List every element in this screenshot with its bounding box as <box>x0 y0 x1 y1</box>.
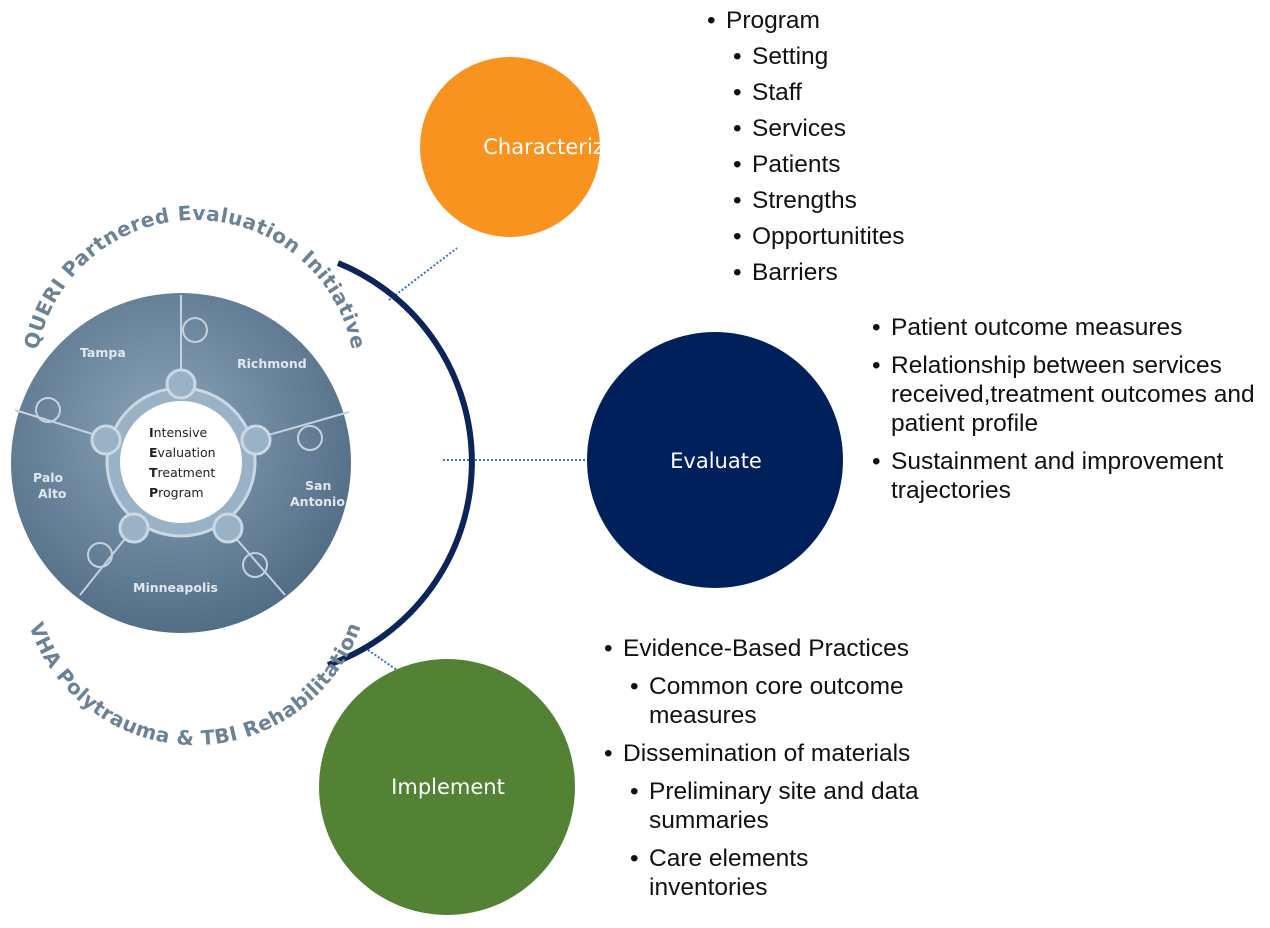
site-minneapolis: Minneapolis <box>133 580 218 595</box>
characterize-circle <box>420 57 600 237</box>
bullet-preliminary: Preliminary site and data summaries <box>630 777 979 835</box>
gear-teeth <box>90 368 272 544</box>
bullet-barriers: Barriers <box>733 255 905 291</box>
site-antonio: Antonio <box>290 494 345 509</box>
bullet-care-elements: Care elements inventories <box>630 844 879 902</box>
puzzle-knobs <box>35 317 323 578</box>
bullet-sustainment: Sustainment and improvement trajectories <box>872 447 1257 505</box>
framework-arc <box>327 260 475 668</box>
bullet-staff: Staff <box>733 75 905 111</box>
implement-circle <box>319 659 575 915</box>
bullet-dissemination: Dissemination of materials <box>604 739 984 768</box>
bullet-setting: Setting <box>733 39 905 75</box>
site-palo: Palo <box>33 470 64 485</box>
bullet-program: Program <box>707 3 905 39</box>
characterize-label: Characterize <box>483 135 616 159</box>
characterize-bullets: Program Setting Staff Services Patients … <box>707 3 905 291</box>
emblem-center <box>120 401 242 523</box>
emblem: Intensive Evaluation Treatment Program T… <box>11 201 370 750</box>
bullet-patient-outcome-measures: Patient outcome measures <box>872 313 1257 342</box>
bullet-relationship: Relationship between services received,t… <box>872 351 1257 438</box>
bullet-evidence-based-practices: Evidence-Based Practices <box>604 634 984 663</box>
site-tampa: Tampa <box>80 345 126 360</box>
evaluate-circle <box>587 332 843 588</box>
bullet-services: Services <box>733 111 905 147</box>
site-richmond: Richmond <box>237 356 307 371</box>
implement-bullets: Evidence-Based Practices Common core out… <box>604 634 984 911</box>
evaluate-bullets: Patient outcome measures Relationship be… <box>872 313 1257 514</box>
center-line-2: Evaluation <box>149 445 216 460</box>
center-line-1: Intensive <box>149 425 207 440</box>
site-san: San <box>305 478 331 493</box>
implement-label: Implement <box>391 775 505 799</box>
bullet-common-core: Common core outcome measures <box>630 672 969 730</box>
emblem-bottom-title: VHA Polytrauma & TBI Rehabilitation <box>24 619 365 750</box>
evaluate-label: Evaluate <box>670 449 762 473</box>
bullet-strengths: Strengths <box>733 183 905 219</box>
site-alto: Alto <box>38 486 67 501</box>
center-line-4: Program <box>149 485 204 500</box>
center-line-3: Treatment <box>149 465 215 480</box>
bullet-opportunitites: Opportunitites <box>733 219 905 255</box>
bullet-patients: Patients <box>733 147 905 183</box>
connector-characterize <box>388 247 458 301</box>
